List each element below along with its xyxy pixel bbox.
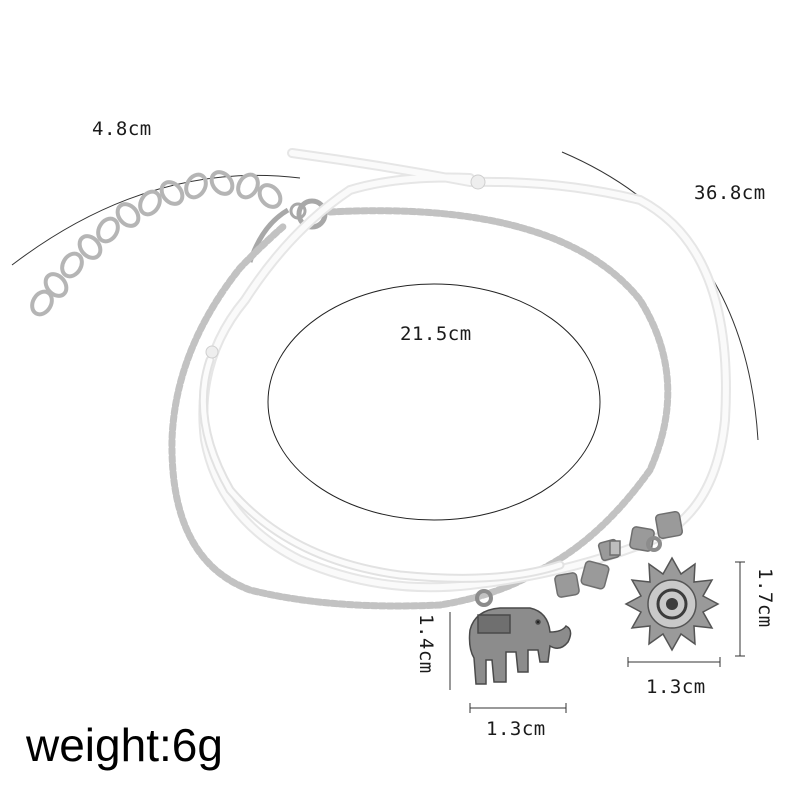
weight-text: weight:6g [26, 719, 223, 771]
elephant-height-label: 1.4cm [415, 614, 437, 674]
outer-chain [168, 207, 672, 610]
extender-length-label: 4.8cm [92, 118, 152, 140]
cord-knot [205, 345, 219, 359]
sun-width-label: 1.3cm [646, 676, 706, 698]
extender-chain [30, 170, 283, 317]
elephant-charm [468, 589, 572, 685]
outer-length-label: 36.8cm [694, 182, 766, 204]
sun-width-line [627, 657, 721, 667]
elephant-width-label: 1.3cm [486, 718, 546, 740]
inner-cord [198, 355, 565, 583]
inner-measure-ellipse [267, 283, 601, 521]
inner-length-label: 21.5cm [400, 323, 472, 345]
elephant-width-line [469, 703, 567, 713]
beads [554, 510, 684, 598]
sun-height-line [735, 561, 745, 657]
clasp [247, 198, 328, 263]
sun-height-label: 1.7cm [754, 568, 776, 628]
cord-knot [470, 174, 486, 190]
sun-charm [624, 536, 720, 652]
